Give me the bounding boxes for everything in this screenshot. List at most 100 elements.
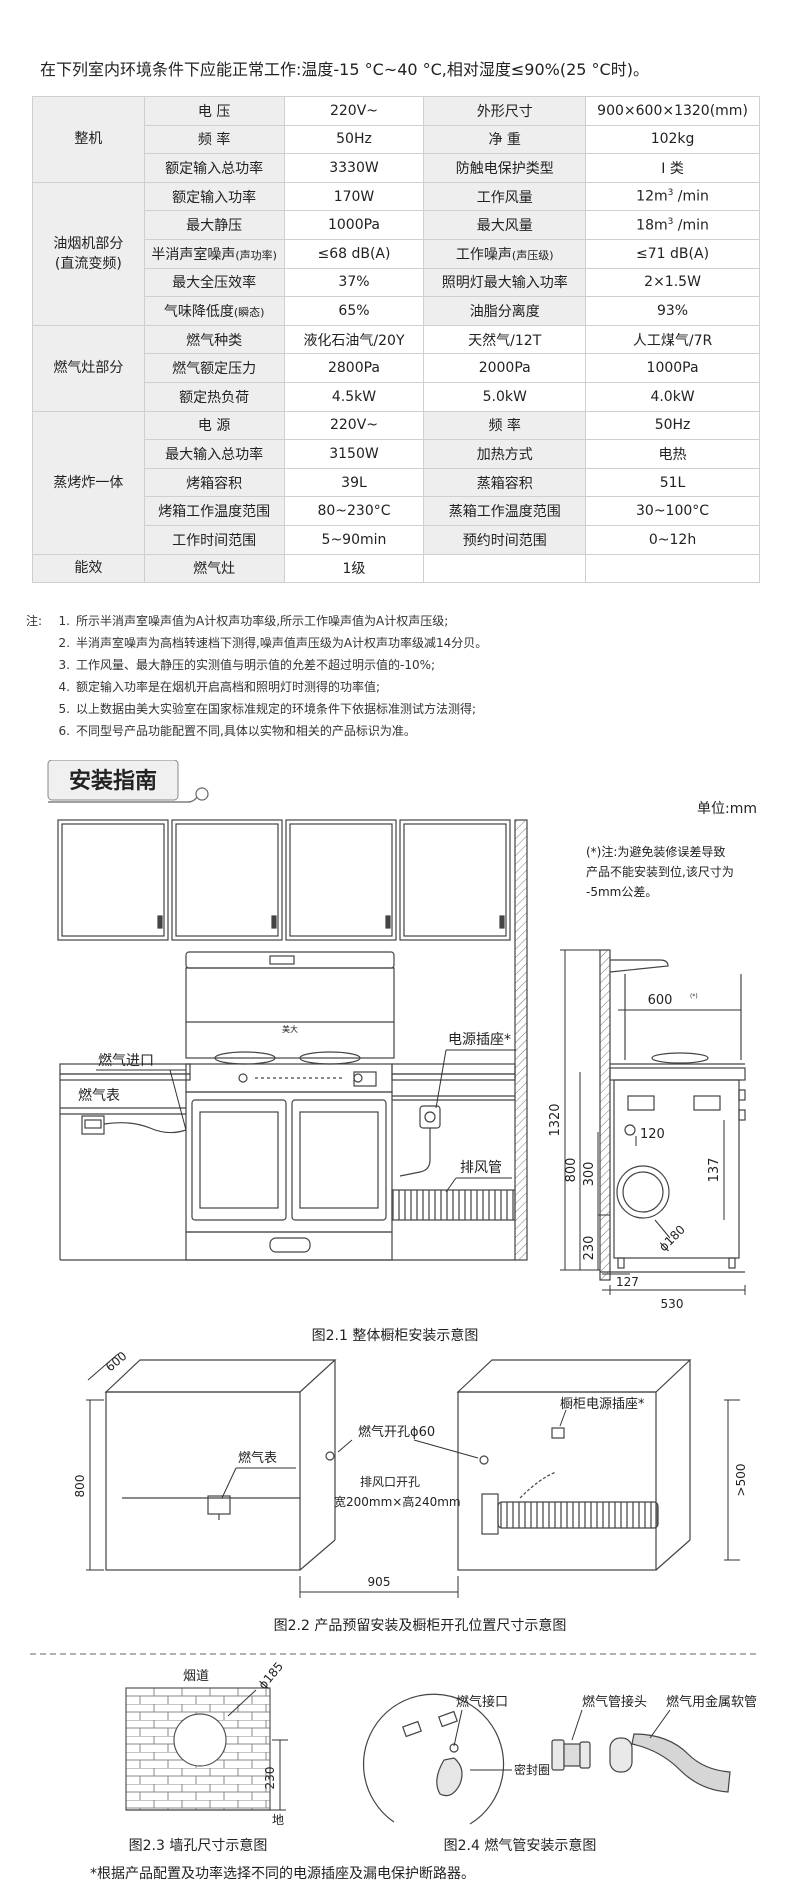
cell: 5.0kW [423,381,587,412]
cell: 3330W [283,153,425,183]
cell: 天然气/12T [423,324,587,355]
fig2-dim-600: 600 [103,1349,130,1374]
brand-mark: 美大 [282,1024,298,1034]
label-floor: 地 [272,1813,284,1827]
fig1-dimensions [560,949,746,1295]
cell: 电热 [585,439,760,469]
dim-300: 300 [582,1162,597,1187]
cell: 预约时间范围 [423,524,587,555]
note-text: 工作风量、最大静压的实测值与明示值的允差不超过明示值的-10%; [76,658,436,672]
fig4-caption: 图2.4 燃气管安装示意图 [444,1837,597,1854]
cell: 1000Pa [283,210,425,240]
fig2-dim-500: >500 [734,1464,748,1497]
cell: 2×1.5W [585,267,760,298]
note-item: 6.不同型号产品功能配置不同,具体以实物和相关的产品标识为准。 [26,720,487,742]
note-text: 以上数据由美大实验室在国家标准规定的环境条件下依据标准测试方法测得; [76,702,477,716]
table-row: 半消声室噪声(声功率) ≤68 dB(A) 工作噪声(声压级) ≤71 dB(A… [33,238,760,269]
cell: 51L [585,467,760,498]
note-number: 5. [58,702,70,716]
cell: 电 压 [143,96,285,126]
cell: 防触电保护类型 [423,153,587,183]
cell-text: 12m [636,188,668,205]
note-number: 4. [58,680,70,694]
cell: 170W [283,181,425,212]
fig2-cabinet-openings [104,1359,692,1571]
cell: 最大静压 [143,210,285,240]
cell-small: (瞬态) [233,305,265,319]
environment-intro: 在下列室内环境条件下应能正常工作:温度-15 °C~40 °C,相对湿度≤90%… [40,60,649,79]
cell-small: (声功率) [235,248,277,262]
cell: 900×600×1320(mm) [585,96,760,126]
guide-title-badge: 安装指南 [47,760,209,803]
note-number: 3. [58,658,70,672]
label-cabinet-socket: 橱柜电源插座* [560,1397,645,1412]
section-efficiency: 能效 [32,553,145,584]
table-row: 燃气灶部分 燃气种类 液化石油气/20Y 天然气/12T 人工煤气/7R [32,324,760,412]
table-row: 油烟机部分 (直流变频) 额定输入功率 170W 工作风量 12m3 /min [32,181,760,326]
cell-text: 气味降低度 [163,303,234,320]
cell: 蒸箱容积 [423,467,587,498]
tolerance-note-3: -5mm公差。 [586,885,657,899]
table-row: 最大全压效率 37% 照明灯最大输入功率 2×1.5W [33,267,760,298]
table-row: 整机 电 压 220V~ 外形尺寸 900×600×1320(mm) [32,96,760,183]
cell: 加热方式 [423,439,587,469]
fig4-gas-pipe [362,1693,731,1825]
fig3-caption: 图2.3 墙孔尺寸示意图 [129,1837,268,1854]
cell: 1000Pa [585,353,760,383]
cell: 气味降低度(瞬态) [143,296,285,326]
fig2-caption: 图2.2 产品预留安装及橱柜开孔位置尺寸示意图 [274,1617,567,1634]
note-text: 半消声室噪声为高档转速档下测得,噪声值声压级为A计权声功率级减14分贝。 [76,636,488,650]
cell: 0~12h [585,524,760,555]
cell: 人工煤气/7R [585,324,760,355]
cell-text: 18m [636,217,668,234]
table-row: 最大输入总功率 3150W 加热方式 电热 [33,439,760,469]
cell: 燃气种类 [143,324,285,355]
cell: 蒸箱工作温度范围 [423,496,587,526]
label-gas-port: 燃气接口 [456,1694,508,1710]
table-row: 能效 燃气灶 1级 [32,553,760,584]
cell: ≤68 dB(A) [283,238,425,269]
cell: 50Hz [283,124,425,155]
table-row: 烤箱容积 39L 蒸箱容积 51L [33,467,760,498]
cell: 额定热负荷 [143,381,285,412]
table-row: 额定热负荷 4.5kW 5.0kW 4.0kW [33,381,760,412]
cell: 220V~ [283,410,425,441]
cell [585,553,760,584]
cell: I 类 [585,153,760,183]
label-gas-meter: 燃气表 [78,1087,120,1104]
cell: 工作风量 [423,181,587,212]
cell-text: /min [673,188,709,205]
installation-guide: 安装指南 单位:mm 美大 [30,760,760,1882]
note-item: 2.半消声室噪声为高档转速档下测得,噪声值声压级为A计权声功率级减14分贝。 [26,632,488,654]
cell: 18m3 /min [585,210,760,240]
cell: 50Hz [585,410,760,441]
cell-text: 半消声室噪声 [151,246,236,263]
cell: 65% [283,296,425,326]
unit-label: 单位:mm [697,801,757,817]
cell: 4.0kW [585,381,760,412]
cell: 工作噪声(声压级) [423,238,587,269]
fig3-dim-230: 230 [263,1767,277,1790]
table-row: 燃气额定压力 2800Pa 2000Pa 1000Pa [33,353,760,383]
cell: 2000Pa [423,353,587,383]
section-hood: 油烟机部分 (直流变频) [32,181,145,326]
note-item: 4.额定输入功率是在烟机开启高档和照明灯时测得的功率值; [26,676,487,698]
section-hood-line1: 油烟机部分 [53,235,124,252]
dim-1320: 1320 [548,1103,563,1136]
label-power-socket: 电源插座* [448,1032,511,1048]
notes-prefix: 注: [26,614,43,628]
table-row: 气味降低度(瞬态) 65% 油脂分离度 93% [33,296,760,326]
cell: 93% [585,296,760,326]
cell: 最大风量 [423,210,587,240]
note-text: 不同型号产品功能配置不同,具体以实物和相关的产品标识为准。 [76,724,416,738]
spec-table: 整机 电 压 220V~ 外形尺寸 900×600×1320(mm) 频 率 5… [32,96,760,584]
cell [423,553,587,584]
tolerance-note-1: (*)注:为避免装修误差导致 [586,844,725,859]
fig2-dim-800: 800 [73,1475,87,1498]
cell: 频 率 [143,124,285,155]
note-text: 所示半消声室噪声值为A计权声功率级,所示工作噪声值为A计权声压级; [76,614,449,628]
note-item: 3. 工作风量、最大静压的实测值与明示值的允差不超过明示值的-10%; [26,654,487,676]
table-row: 频 率 50Hz 净 重 102kg [33,124,760,155]
footnote: *根据产品配置及功率选择不同的电源插座及漏电保护断路器。 [90,1865,475,1882]
fig3-dim-185: ϕ185 [256,1659,287,1692]
